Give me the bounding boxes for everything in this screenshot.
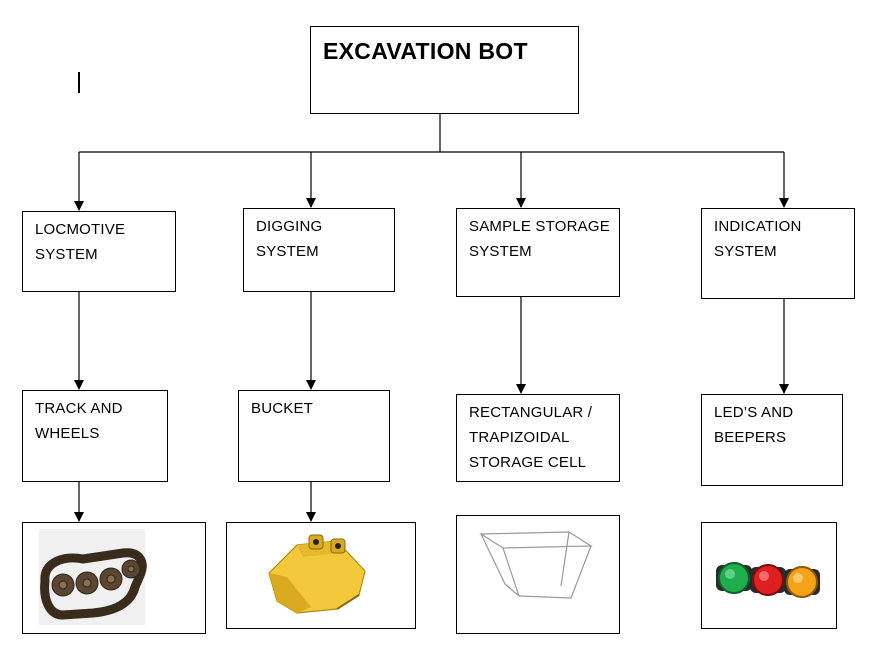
component-label: BUCKET [251,400,314,417]
component-node-bucket: BUCKET [238,390,390,482]
component-label: TRACK AND WHEELS [35,400,123,442]
system-label: SAMPLE STORAGE SYSTEM [469,218,610,260]
system-label: DIGGING SYSTEM [256,218,323,260]
root-title: EXCAVATION BOT [323,38,528,64]
component-node-track: TRACK AND WHEELS [22,390,168,482]
root-node: EXCAVATION BOT [310,26,579,114]
component-label: LED’S AND BEEPERS [714,404,794,446]
cell-image-frame [456,515,620,634]
system-label: LOCMOTIVE SYSTEM [35,221,126,263]
component-node-leds: LED’S AND BEEPERS [701,394,843,486]
bucket-image-frame [226,522,416,629]
excavator-bucket-icon [268,534,366,614]
system-node-digging: DIGGING SYSTEM [243,208,395,292]
system-node-locomotive: LOCMOTIVE SYSTEM [22,211,176,292]
system-node-storage: SAMPLE STORAGE SYSTEM [456,208,620,297]
tank-track-icon [39,529,147,625]
led-indicators-icon [716,562,820,598]
trapezoid-container-icon [479,531,593,599]
track-image-frame [22,522,206,634]
text-cursor [78,72,80,93]
leds-image-frame [701,522,837,629]
component-node-cell: RECTANGULAR / TRAPIZOIDAL STORAGE CELL [456,394,620,482]
system-node-indication: INDICATION SYSTEM [701,208,855,299]
system-label: INDICATION SYSTEM [714,218,802,260]
component-label: RECTANGULAR / TRAPIZOIDAL STORAGE CELL [469,404,593,471]
